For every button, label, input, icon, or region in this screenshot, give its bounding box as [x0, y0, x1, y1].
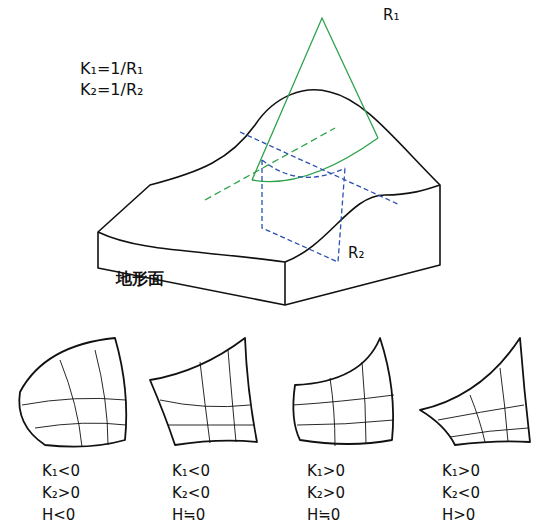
curvature-condition: H>0: [442, 506, 475, 524]
surface-label: 地形面: [116, 270, 164, 288]
grid-line: [293, 362, 394, 446]
surface-patch: [19, 338, 126, 447]
curvature-condition: K₂<0: [172, 484, 210, 502]
curvature-condition: K₁>0: [307, 462, 345, 480]
curvature-arc-1: [252, 138, 378, 182]
terrain-block: [98, 90, 440, 305]
curvature-condition: K₂<0: [442, 484, 480, 502]
curvature-condition: K₂>0: [307, 484, 345, 502]
curvature-condition: H≒0: [172, 506, 205, 524]
front-right-edge: [284, 262, 286, 305]
surface-patch: [420, 338, 530, 445]
grid-line: [22, 350, 126, 447]
curvature-arc-2: [262, 160, 345, 177]
curvature-condition: H<0: [42, 506, 75, 524]
curvature-formula: K₂=1/R₂: [80, 81, 143, 99]
surface-patch: [293, 338, 393, 444]
radius-label: R₁: [383, 6, 399, 24]
right-top-edge: [285, 185, 440, 262]
radius-r1: [252, 18, 378, 180]
curvature-condition: H≒0: [307, 506, 340, 524]
section-line-1: [205, 128, 335, 200]
grid-line: [438, 368, 528, 442]
curvature-condition: K₁>0: [442, 462, 480, 480]
radius-label: R₂: [348, 244, 364, 262]
front-top-edge: [98, 232, 285, 262]
grid-line: [160, 350, 254, 443]
curvature-condition: K₁<0: [42, 462, 80, 480]
section-line-2: [240, 132, 400, 205]
radius-r2: [262, 160, 345, 262]
curvature-condition: K₁<0: [172, 462, 210, 480]
surface-patch: [150, 338, 257, 445]
curvature-formula: K₁=1/R₁: [80, 60, 143, 78]
curvature-condition: K₂>0: [42, 484, 80, 502]
